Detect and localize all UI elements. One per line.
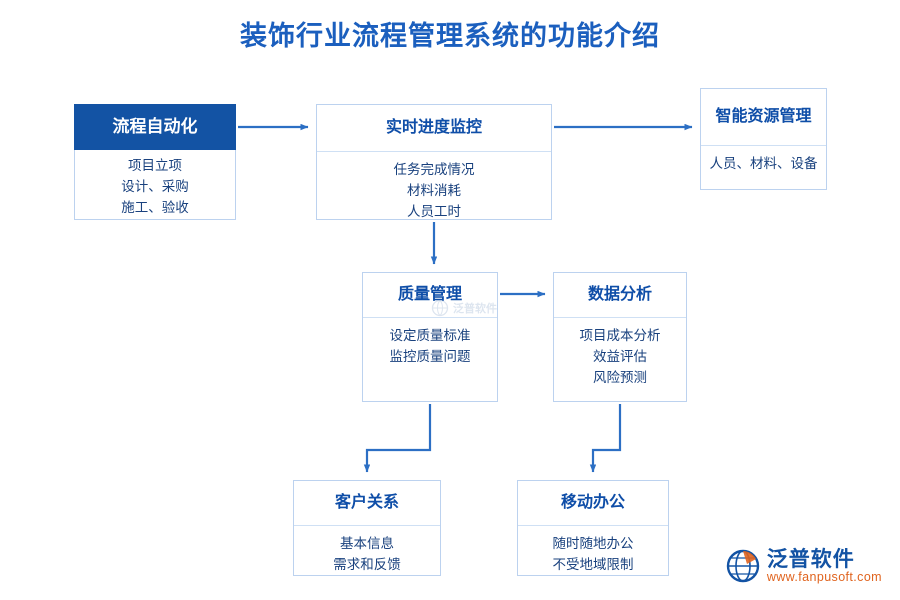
node-data-analysis-title: 数据分析 — [587, 286, 652, 303]
node-process-automation[interactable]: 流程自动化 项目立项 设计、采购 施工、验收 — [74, 104, 236, 220]
node-mobile-office[interactable]: 移动办公 随时随地办公 不受地域限制 — [517, 480, 669, 576]
node-mobile-office-body: 随时随地办公 不受地域限制 — [518, 525, 668, 576]
node-data-analysis-body: 项目成本分析 效益评估 风险预测 — [554, 317, 686, 402]
node-customer-relations-title: 客户关系 — [334, 494, 399, 511]
node-quality-management[interactable]: 质量管理 设定质量标准 监控质量问题 — [362, 272, 498, 402]
page-title: 装饰行业流程管理系统的功能介绍 — [240, 21, 660, 51]
node-process-automation-body: 项目立项 设计、采购 施工、验收 — [74, 150, 236, 220]
connector-quality-to-customer — [363, 404, 432, 473]
node-progress-monitoring-title: 实时进度监控 — [385, 119, 482, 136]
node-resource-management[interactable]: 智能资源管理 人员、材料、设备 — [700, 88, 827, 190]
node-resource-management-body: 人员、材料、设备 — [701, 145, 826, 190]
node-customer-relations-body: 基本信息 需求和反馈 — [294, 525, 440, 576]
node-data-analysis[interactable]: 数据分析 项目成本分析 效益评估 风险预测 — [553, 272, 687, 402]
node-resource-management-title: 智能资源管理 — [715, 108, 812, 125]
node-quality-management-title: 质量管理 — [397, 286, 462, 303]
logo-name: 泛普软件 — [766, 547, 855, 571]
node-customer-relations[interactable]: 客户关系 基本信息 需求和反馈 — [293, 480, 441, 576]
node-progress-monitoring[interactable]: 实时进度监控 任务完成情况 材料消耗 人员工时 — [316, 104, 552, 220]
node-progress-monitoring-body: 任务完成情况 材料消耗 人员工时 — [317, 151, 551, 220]
node-process-automation-title: 流程自动化 — [74, 104, 236, 150]
connector-analysis-to-mobile — [589, 404, 622, 473]
globe-icon — [726, 549, 760, 583]
node-mobile-office-title: 移动办公 — [560, 494, 625, 511]
logo-url: www.fanpusoft.com — [766, 569, 882, 584]
node-quality-management-body: 设定质量标准 监控质量问题 — [363, 317, 497, 402]
brand-logo: 泛普软件 www.fanpusoft.com — [726, 547, 882, 584]
